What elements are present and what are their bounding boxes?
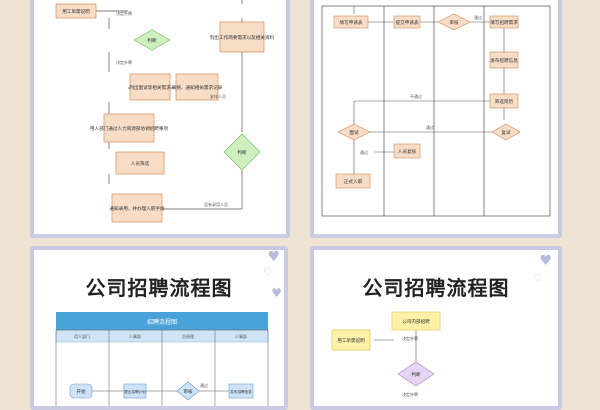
decision-review-label: 审核 bbox=[449, 19, 459, 26]
decision-review bbox=[437, 13, 471, 31]
decision-judge-label: 判断 bbox=[411, 371, 421, 378]
edge-label-pass-3: 通过 bbox=[360, 149, 368, 155]
edge-label-no-hire: 没有录用人员 bbox=[204, 201, 228, 207]
node-screening bbox=[115, 151, 165, 175]
edge-label-decide-2: 决定外聘 bbox=[116, 59, 132, 65]
heart-icon: ♥ bbox=[539, 253, 552, 269]
table-title-bar bbox=[56, 312, 268, 330]
flowchart-bottom-right: 用工单需说明 公司内部招聘 决定外聘 判断 决定外聘 bbox=[331, 311, 441, 397]
node-official-entry bbox=[335, 173, 371, 189]
node-submit-application-label: 提交申请表 bbox=[396, 19, 419, 26]
heart-icon: ♡ bbox=[263, 267, 272, 278]
decision-second-interview bbox=[491, 123, 521, 141]
lane-header-2: 人事部 bbox=[129, 333, 141, 339]
decision-review-label: 审核 bbox=[183, 388, 193, 395]
node-requisition-label: 用工单需说明 bbox=[337, 337, 365, 344]
edge-label-decide: 决定外聘 bbox=[116, 10, 132, 16]
decision-review bbox=[176, 381, 200, 401]
edge-label-decide-2: 决定外聘 bbox=[402, 391, 418, 397]
flowchart-card-top-right: 填写申请表 提交申请表 审核 通过 填写招聘需求 发布招聘信息 筛选简历 不通过… bbox=[310, 0, 562, 238]
flowchart-top-left: 用工单需说明 决定外聘 判断 决定外聘 列出面试等相关需求 联络、通知相关需求记… bbox=[55, 0, 275, 223]
node-interview-needs bbox=[129, 73, 171, 101]
node-publish-posting-label: 发布招聘信息 bbox=[230, 389, 252, 394]
node-fill-application bbox=[333, 15, 369, 29]
decision-judge-label: 判断 bbox=[147, 37, 157, 44]
node-requisition bbox=[331, 329, 371, 351]
node-job-summary bbox=[219, 21, 265, 53]
node-requisition bbox=[55, 3, 97, 19]
decision-interview bbox=[337, 123, 371, 141]
node-fill-hiring-needs-label: 填写招聘需求 bbox=[490, 19, 518, 26]
node-hiring-plan bbox=[123, 383, 147, 399]
edge-label-arrange: 安排人员 bbox=[210, 93, 226, 99]
edge-label-decide: 决定外聘 bbox=[402, 335, 418, 341]
node-start bbox=[69, 383, 93, 399]
node-screen-resumes-label: 筛选简历 bbox=[495, 98, 514, 105]
node-internal-recruitment-label: 公司内部招聘 bbox=[402, 318, 430, 325]
edge-label-pass: 通过 bbox=[474, 14, 482, 20]
lane-header-3: 总经理 bbox=[182, 333, 194, 339]
node-fill-hiring-needs bbox=[489, 15, 519, 29]
flowchart-card-bottom-right: ♥ ♡ 公司招聘流程图 用工单需说明 公司内部招聘 决定外聘 判断 决定外聘 bbox=[310, 246, 562, 410]
swimlane-table: 招聘流程图 用人部门 人事部 总经理 人事部 开始 提出招聘计划 审核 通过 发… bbox=[55, 312, 269, 406]
heart-icon: ♥ bbox=[267, 249, 280, 265]
decision-judge bbox=[397, 361, 435, 387]
node-publish-posting-label: 发布招聘信息 bbox=[490, 57, 518, 64]
swimlane-grid bbox=[321, 5, 551, 217]
flowchart-card-top-left: 用工单需说明 决定外聘 判断 决定外聘 列出面试等相关需求 联络、通知相关需求记… bbox=[30, 0, 290, 238]
node-screening-label: 人员筛选 bbox=[131, 160, 150, 167]
node-onboarding bbox=[111, 193, 163, 223]
node-fill-application-label: 填写申请表 bbox=[340, 19, 363, 26]
node-publish-posting bbox=[489, 51, 519, 69]
node-staff-recheck bbox=[393, 143, 421, 159]
decision-second-interview-label: 复试 bbox=[501, 129, 511, 136]
node-requisition-label: 用工单需说明 bbox=[62, 8, 90, 15]
node-submit-application bbox=[393, 15, 421, 29]
edge-label-pass-2: 通过 bbox=[426, 124, 434, 130]
decision-interview-label: 面试 bbox=[349, 129, 359, 136]
node-dept-coordination-label: 用人部门通过人力资源部协调招聘事项 bbox=[90, 125, 169, 132]
decision-judge bbox=[133, 29, 171, 51]
card-heading: 公司招聘流程图 bbox=[85, 276, 233, 300]
node-screen-resumes bbox=[489, 93, 519, 109]
node-hiring-plan-label: 提出招聘计划 bbox=[124, 389, 146, 394]
heart-icon: ♡ bbox=[533, 273, 542, 284]
node-contact-records-label: 联络、通知相关需求记录 bbox=[172, 84, 223, 91]
node-start-label: 开始 bbox=[76, 388, 86, 395]
card-heading: 公司招聘流程图 bbox=[362, 276, 510, 300]
node-onboarding-label: 通知录用，并办理入职手续 bbox=[109, 205, 165, 212]
node-publish-posting bbox=[228, 383, 254, 399]
decision-judge-2-label: 判断 bbox=[237, 149, 247, 156]
lane-header-1: 用人部门 bbox=[74, 333, 90, 339]
heart-icon: ♥ bbox=[271, 286, 282, 300]
node-staff-recheck-label: 人员复核 bbox=[398, 148, 417, 155]
node-interview-needs-label: 列出面试等相关需求 bbox=[129, 84, 171, 91]
node-internal-recruitment bbox=[391, 311, 441, 331]
lane-header-4: 人事部 bbox=[235, 333, 247, 339]
table-title: 招聘流程图 bbox=[147, 318, 177, 326]
edge-label-pass: 通过 bbox=[200, 382, 208, 388]
node-dept-coordination bbox=[103, 113, 155, 143]
node-contact-records bbox=[175, 73, 219, 101]
flowchart-card-bottom-left: ♥ ♡ ♥ 公司招聘流程图 招聘流程图 用人部门 人事部 总经理 人事部 开始 … bbox=[30, 246, 288, 410]
decision-judge-2 bbox=[223, 133, 261, 171]
node-job-summary-label: 列出工作简要需求以及相关资料 bbox=[210, 34, 275, 41]
flowchart-top-right: 填写申请表 提交申请表 审核 通过 填写招聘需求 发布招聘信息 筛选简历 不通过… bbox=[321, 5, 551, 217]
node-official-entry-label: 正式入职 bbox=[344, 178, 363, 185]
edge-label-fail: 不通过 bbox=[410, 93, 422, 99]
